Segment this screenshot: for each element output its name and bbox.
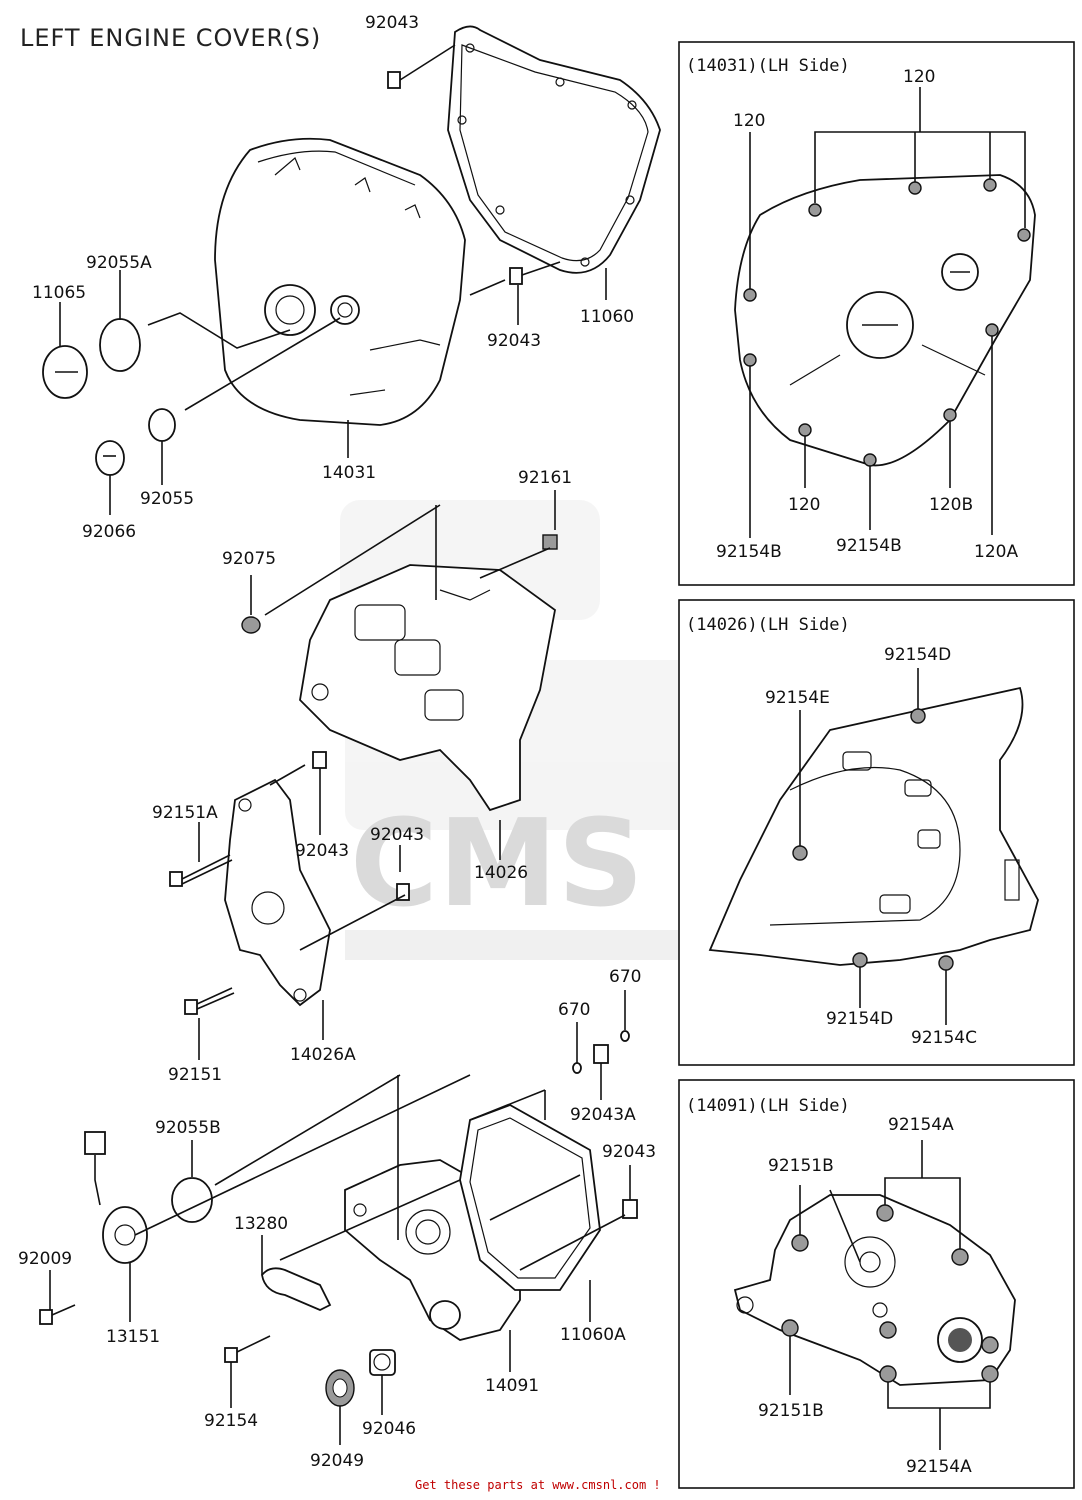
o-ring-92055B (171, 1177, 213, 1223)
label-14091: 14091 (485, 1376, 539, 1396)
box-14091-label-92151B-b: 92151B (758, 1401, 824, 1421)
cap-11065 (42, 345, 88, 399)
bolt-92151A (169, 854, 233, 887)
o-ring-92055 (148, 408, 176, 442)
box-14031-title: (14031)(LH Side) (686, 56, 850, 76)
o-ring-92055A (99, 318, 141, 372)
box-14026-label-92154C: 92154C (911, 1028, 977, 1048)
label-11065: 11065 (32, 283, 86, 303)
bolt-92151 (184, 987, 235, 1015)
label-11060: 11060 (580, 307, 634, 327)
label-92151A: 92151A (152, 803, 218, 823)
bracket-14026A (224, 778, 331, 1007)
label-92151: 92151 (168, 1065, 222, 1085)
label-14026A: 14026A (290, 1045, 356, 1065)
washer-670-a (572, 1062, 582, 1074)
part-labels: 92043 92055A 11065 92043 11060 14031 920… (18, 13, 656, 1471)
label-92043A: 92043A (570, 1105, 636, 1125)
label-92043-mid: 92043 (487, 331, 541, 351)
label-92043-top: 92043 (365, 13, 419, 33)
cap-92066 (95, 440, 125, 476)
label-92154: 92154 (204, 1411, 258, 1431)
label-92009: 92009 (18, 1249, 72, 1269)
label-92043-e: 92043 (602, 1142, 656, 1162)
page-title: LEFT ENGINE COVER(S) (20, 24, 321, 52)
dowel-92043-top (387, 71, 401, 89)
label-14026: 14026 (474, 863, 528, 883)
box-14031-label-92154B-b: 92154B (836, 536, 902, 556)
label-92043-d: 92043 (370, 825, 424, 845)
box-14031-label-120A: 120A (974, 542, 1018, 562)
nut-92075 (241, 616, 261, 634)
box-14031-label-120-a: 120 (903, 67, 935, 87)
label-14031: 14031 (322, 463, 376, 483)
seal-92049 (325, 1369, 355, 1407)
box-14031-bolts (743, 178, 1031, 467)
box-14031: (14031)(LH Side) 120 120 (678, 41, 1075, 586)
box-14031-label-120-c: 120 (788, 495, 820, 515)
box-14091: (14091)(LH Side) 92154A 92151B 92151B 92… (678, 1079, 1075, 1489)
footer-link[interactable]: Get these parts at www.cmsnl.com ! (415, 1478, 661, 1492)
label-92066: 92066 (82, 522, 136, 542)
label-92075: 92075 (222, 549, 276, 569)
plate-13280 (261, 1267, 332, 1311)
label-13280: 13280 (234, 1214, 288, 1234)
dowel-92043-c (312, 751, 327, 769)
dowel-92043A (593, 1044, 609, 1064)
dowel-92043-mid (509, 267, 523, 285)
gasket-11060A (459, 1104, 601, 1291)
leader-lines-mid (250, 490, 556, 860)
leader-lines-top (59, 44, 607, 515)
label-92055: 92055 (140, 489, 194, 509)
label-92161: 92161 (518, 468, 572, 488)
box-14091-title: (14091)(LH Side) (686, 1096, 850, 1116)
box-14026: (14026)(LH Side) 92154D 92154E 92154D 92… (678, 599, 1075, 1066)
label-92046: 92046 (362, 1419, 416, 1439)
bearing-92046 (369, 1349, 396, 1376)
box-14091-label-92154A-a: 92154A (888, 1115, 954, 1135)
bolt-92154 (224, 1335, 271, 1363)
cover-14031 (214, 137, 466, 426)
label-670-b: 670 (609, 967, 641, 987)
label-11060A: 11060A (560, 1325, 626, 1345)
box-14031-label-92154B-a: 92154B (716, 542, 782, 562)
box-14026-label-92154D-a: 92154D (884, 645, 951, 665)
label-670-a: 670 (558, 1000, 590, 1020)
cover-14026 (299, 564, 556, 812)
label-13151: 13151 (106, 1327, 160, 1347)
box-14031-label-120B: 120B (929, 495, 973, 515)
label-92049: 92049 (310, 1451, 364, 1471)
label-92043-c: 92043 (295, 841, 349, 861)
box-14026-label-92154D-b: 92154D (826, 1009, 893, 1029)
dowel-92043-d (396, 883, 410, 901)
sensor-13151 (84, 1131, 148, 1264)
label-92055B: 92055B (155, 1118, 221, 1138)
leader-lines-lower (198, 764, 406, 1060)
label-92055A: 92055A (86, 253, 152, 273)
bolt-92009 (39, 1304, 76, 1325)
box-14031-label-120-b: 120 (733, 111, 765, 131)
watermark-text: CMS (350, 795, 644, 934)
box-14091-label-92154A-b: 92154A (906, 1457, 972, 1477)
box-14026-title: (14026)(LH Side) (686, 615, 850, 635)
nut-92161 (542, 534, 558, 550)
box-14091-label-92151B-a: 92151B (768, 1156, 834, 1176)
leader-lines-bottom (49, 990, 631, 1445)
box-14026-label-92154E: 92154E (765, 688, 830, 708)
gasket-11060 (447, 25, 661, 274)
washer-670-b (620, 1030, 630, 1042)
